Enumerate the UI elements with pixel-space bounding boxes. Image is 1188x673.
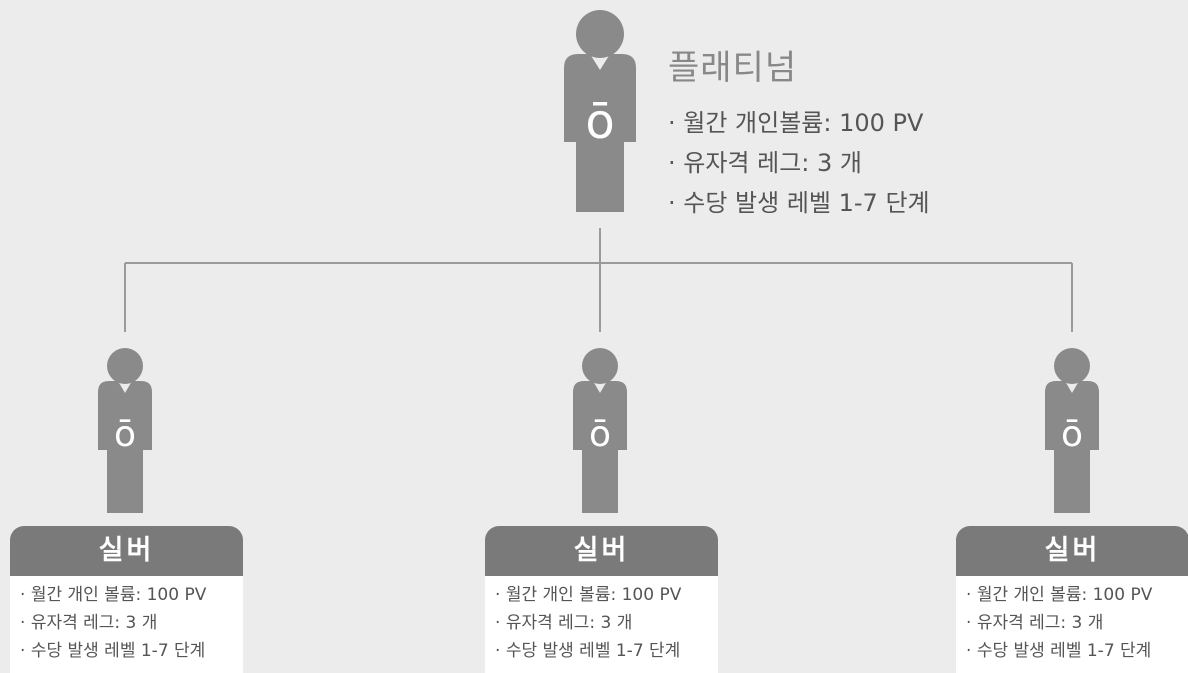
child-card-3: 실버 월간 개인 볼륨: 100 PV 유자격 레그: 3 개 수당 발생 레벨…	[956, 526, 1188, 673]
top-node-title: 플래티넘	[668, 48, 798, 88]
list-item: 유자격 레그: 3 개	[495, 609, 718, 637]
card-title: 실버	[10, 526, 243, 576]
list-item: 유자격 레그: 3 개	[20, 609, 243, 637]
list-item: 월간 개인 볼륨: 100 PV	[495, 581, 718, 609]
list-item: 수당 발생 레벨 1-7 단계	[495, 637, 718, 665]
child-person-figure-1: ō	[94, 348, 156, 513]
child-card-2: 실버 월간 개인 볼륨: 100 PV 유자격 레그: 3 개 수당 발생 레벨…	[485, 526, 718, 673]
child-person-figure-3: ō	[1041, 348, 1103, 513]
list-item: 수당 발생 레벨 1-7 단계	[20, 637, 243, 665]
list-item: 유자격 레그: 3 개	[668, 143, 930, 183]
person-badge: ō	[1061, 414, 1083, 455]
top-node-list: 월간 개인볼륨: 100 PV 유자격 레그: 3 개 수당 발생 레벨 1-7…	[668, 103, 930, 223]
person-icon: ō	[564, 10, 636, 212]
top-node-info: 플래티넘 월간 개인볼륨: 100 PV 유자격 레그: 3 개 수당 발생 레…	[668, 40, 930, 223]
card-list: 월간 개인 볼륨: 100 PV 유자격 레그: 3 개 수당 발생 레벨 1-…	[10, 576, 243, 665]
person-icon: ō	[573, 348, 627, 513]
list-item: 수당 발생 레벨 1-7 단계	[668, 183, 929, 223]
person-badge: ō	[585, 94, 614, 150]
person-badge: ō	[114, 414, 136, 455]
top-person-figure: ō	[558, 10, 642, 212]
list-item: 월간 개인 볼륨: 100 PV	[966, 581, 1188, 609]
person-icon: ō	[1045, 348, 1099, 513]
child-person-figure-2: ō	[569, 348, 631, 513]
person-icon: ō	[98, 348, 152, 513]
card-list: 월간 개인 볼륨: 100 PV 유자격 레그: 3 개 수당 발생 레벨 1-…	[485, 576, 718, 665]
list-item: 월간 개인볼륨: 100 PV	[668, 103, 930, 143]
list-item: 월간 개인 볼륨: 100 PV	[20, 581, 243, 609]
card-title: 실버	[956, 526, 1188, 576]
list-item: 유자격 레그: 3 개	[966, 609, 1188, 637]
card-title: 실버	[485, 526, 718, 576]
person-badge: ō	[589, 414, 611, 455]
child-card-1: 실버 월간 개인 볼륨: 100 PV 유자격 레그: 3 개 수당 발생 레벨…	[10, 526, 243, 673]
list-item: 수당 발생 레벨 1-7 단계	[966, 637, 1188, 665]
card-list: 월간 개인 볼륨: 100 PV 유자격 레그: 3 개 수당 발생 레벨 1-…	[956, 576, 1188, 665]
